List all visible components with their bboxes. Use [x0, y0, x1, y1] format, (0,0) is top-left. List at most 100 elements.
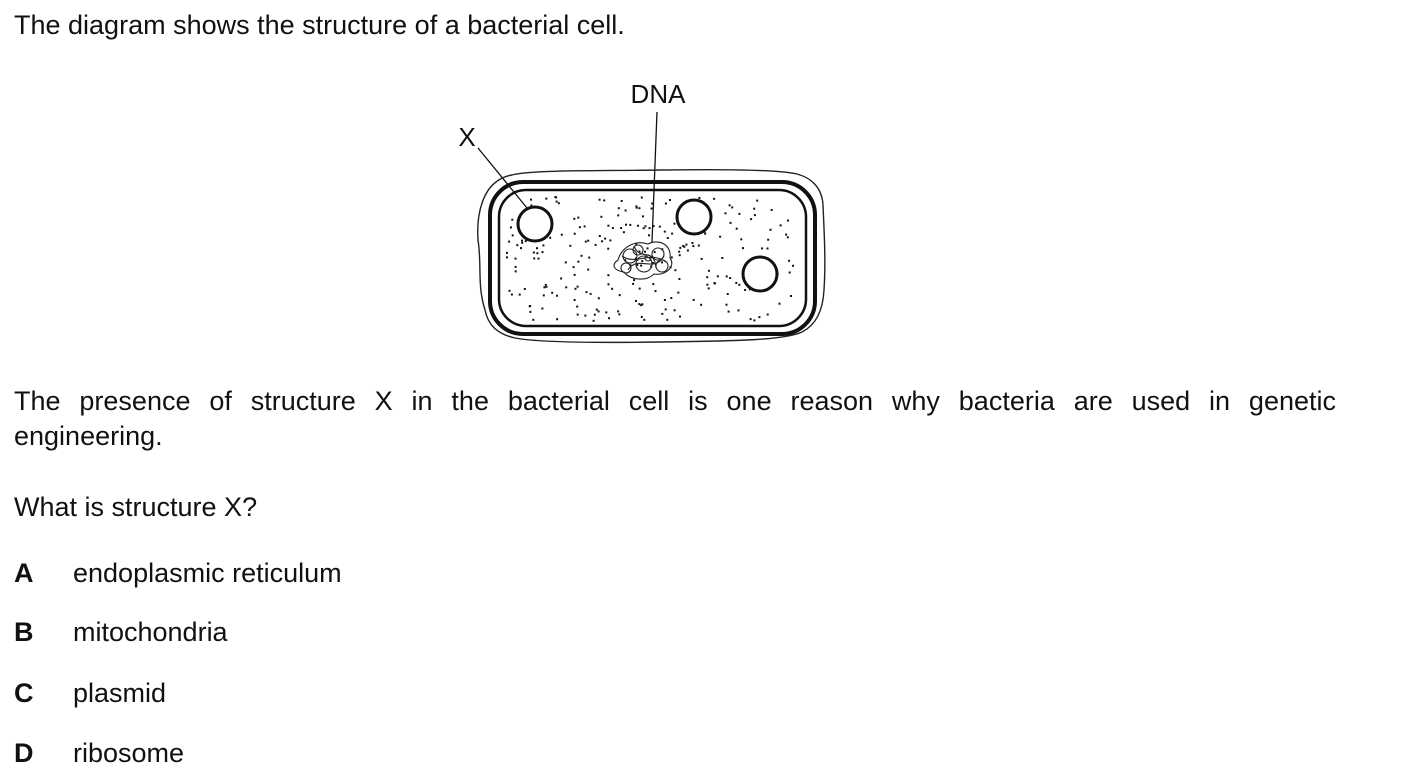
cytoplasm-dot [592, 319, 595, 322]
cytoplasm-dot [576, 285, 579, 288]
cytoplasm-dot [556, 294, 558, 297]
cytoplasm-dot [549, 236, 552, 239]
cytoplasm-dot [766, 247, 769, 250]
cytoplasm-dot [761, 247, 763, 250]
cytoplasm-dot [674, 269, 677, 272]
cytoplasm-dot [532, 318, 535, 321]
cytoplasm-dot [713, 282, 716, 284]
cytoplasm-dot [683, 245, 686, 248]
cytoplasm-dot [618, 313, 621, 316]
cytoplasm-dot [642, 227, 645, 230]
cytoplasm-dot [617, 310, 620, 313]
cytoplasm-dot [721, 257, 724, 259]
cytoplasm-dot [769, 228, 772, 231]
label-x: X [458, 122, 475, 152]
cytoplasm-dot [638, 303, 641, 306]
cytoplasm-dot [663, 299, 666, 301]
cytoplasm-dot [779, 224, 782, 227]
cytoplasm-dot [767, 238, 770, 241]
cytoplasm-dot [640, 196, 643, 199]
cytoplasm-dot [536, 247, 538, 250]
cytoplasm-dot [632, 282, 635, 285]
cytoplasm-dot [573, 299, 576, 301]
cytoplasm-dot [742, 247, 744, 250]
cytoplasm-dot [790, 295, 792, 297]
cell-membrane [497, 188, 808, 328]
bacterial-cell-diagram: DNA X [458, 79, 826, 344]
cytoplasm-dot [650, 207, 653, 210]
cytoplasm-dot [638, 250, 641, 253]
cytoplasm-dot [638, 207, 641, 210]
cytoplasm-dot [692, 298, 695, 301]
cytoplasm-dot [666, 237, 669, 239]
cytoplasm-dot [511, 234, 514, 237]
cytoplasm-dot [787, 219, 789, 222]
cytoplasm-dot [557, 202, 560, 205]
cytoplasm-dot [770, 209, 773, 211]
cytoplasm-dot [636, 264, 639, 267]
cytoplasm-dot [652, 225, 655, 228]
cytoplasm-dot [607, 274, 610, 277]
cytoplasm-dot [594, 243, 597, 246]
cytoplasm-dot [753, 214, 756, 217]
cytoplasm-dot [671, 232, 674, 235]
cytoplasm-dot [576, 313, 579, 316]
option-letter: D [14, 738, 34, 768]
cytoplasm-dot [697, 244, 700, 247]
cytoplasm-dot [622, 231, 625, 234]
cytoplasm-dot [716, 275, 719, 278]
cytoplasm-dot [551, 291, 554, 294]
cytoplasm-dot [541, 251, 544, 254]
cytoplasm-dot [584, 240, 587, 243]
cytoplasm-dot [574, 287, 577, 290]
cytoplasm-dot [661, 312, 664, 315]
cytoplasm-dot [601, 240, 604, 243]
cytoplasm-dot [588, 256, 591, 259]
cytoplasm-dot [641, 303, 644, 306]
cytoplasm-dot [537, 257, 540, 260]
cytoplasm-dot [506, 256, 508, 259]
cytoplasm-dot [560, 233, 563, 236]
cytoplasm-dot [578, 226, 581, 229]
cytoplasm-dot [786, 236, 789, 239]
cytoplasm-dot [756, 199, 759, 202]
cytoplasm-dot [666, 318, 669, 321]
cytoplasm-dot [508, 240, 511, 243]
cytoplasm-dot [514, 270, 517, 273]
option-letter: B [14, 617, 34, 647]
cytoplasm-dot [766, 313, 769, 316]
cytoplasm-dot [600, 215, 603, 218]
cytoplasm-dot [758, 316, 761, 319]
cytoplasm-dot [652, 262, 654, 264]
cytoplasm-dot [700, 303, 703, 306]
cytoplasm-dot [678, 250, 681, 253]
cytoplasm-dot [555, 200, 558, 203]
cytoplasm-dot [685, 243, 688, 246]
cytoplasm-dot [642, 215, 644, 218]
question-intro: The diagram shows the structure of a bac… [14, 10, 625, 40]
cytoplasm-dot [658, 225, 661, 228]
cytoplasm-dot [691, 242, 694, 244]
cytoplasm-dot [719, 235, 722, 238]
cytoplasm-dot [735, 281, 738, 284]
cytoplasm-dot [641, 260, 644, 263]
cytoplasm-dot [778, 302, 781, 305]
cytoplasm-dot [753, 207, 756, 210]
cytoplasm-dot [707, 287, 710, 290]
cytoplasm-dot [597, 310, 600, 313]
cytoplasm-dot [640, 315, 643, 318]
cytoplasm-dot [738, 212, 741, 215]
cytoplasm-dot [640, 304, 643, 307]
cytoplasm-dot [731, 206, 734, 209]
cytoplasm-dot [706, 283, 709, 286]
cytoplasm-dot [518, 293, 521, 296]
cytoplasm-dot [576, 305, 579, 308]
cytoplasm-dot [573, 232, 576, 235]
cytoplasm-dot [572, 266, 575, 269]
cytoplasm-dot [577, 260, 580, 263]
cytoplasm-dot [520, 247, 522, 250]
